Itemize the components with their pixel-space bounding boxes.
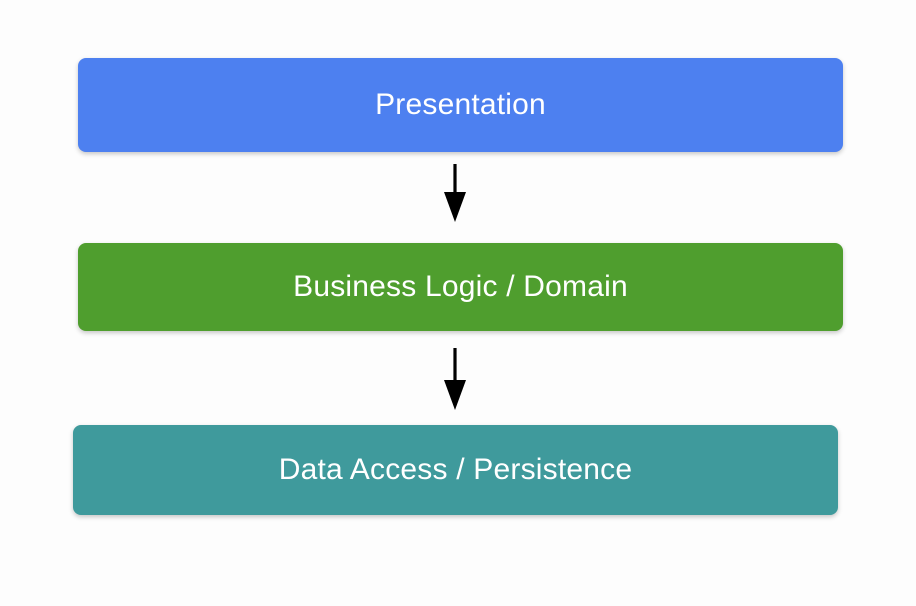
layer-box-presentation[interactable]: Presentation	[78, 58, 843, 152]
layer-box-data-access[interactable]: Data Access / Persistence	[73, 425, 838, 515]
layer-label-business-logic: Business Logic / Domain	[293, 270, 628, 303]
layer-box-business-logic[interactable]: Business Logic / Domain	[78, 243, 843, 331]
arrow-head-icon	[444, 192, 466, 222]
arrow-business-logic-to-data-access	[444, 348, 466, 410]
arrow-presentation-to-business-logic	[444, 164, 466, 222]
layer-label-data-access: Data Access / Persistence	[278, 453, 633, 486]
layer-label-presentation: Presentation	[375, 88, 546, 121]
arrow-head-icon	[444, 380, 466, 410]
